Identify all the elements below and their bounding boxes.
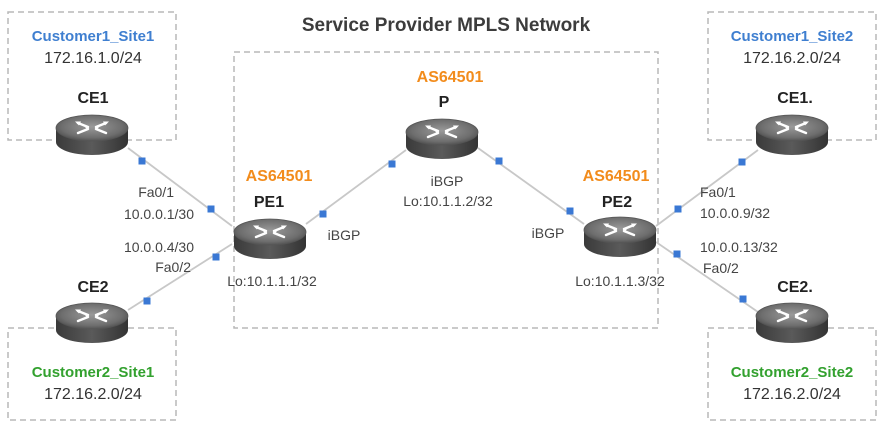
site-network-customer2-site2: 172.16.2.0/24 (743, 386, 841, 403)
site-name-customer1-site2: Customer1_Site2 (731, 28, 854, 45)
port-square (495, 157, 503, 165)
as-label-p: AS64501 (417, 69, 484, 86)
port-square (673, 250, 681, 258)
site-name-customer2-site2: Customer2_Site2 (731, 364, 854, 381)
port-square (388, 160, 396, 168)
ibgp-label-pe2: iBGP (532, 225, 565, 241)
port-square (566, 207, 574, 215)
router-icon-pe2 (582, 215, 658, 259)
router-icon-pe1 (232, 217, 308, 261)
port-square (674, 205, 682, 213)
ip-label-ce1-pe1: 10.0.0.1/30 (124, 206, 194, 222)
port-label-ce2-pe1: Fa0/2 (155, 259, 191, 275)
router-icon-p (404, 117, 480, 161)
loopback-pe2: Lo:10.1.1.3/32 (575, 273, 665, 289)
router-name-ce1-left: CE1 (77, 90, 108, 107)
router-name-ce2-left: CE2 (77, 279, 108, 296)
port-square (138, 157, 146, 165)
port-square (212, 253, 220, 261)
as-label-pe1: AS64501 (246, 168, 313, 185)
ip-label-pe2-ce2: 10.0.0.13/32 (700, 239, 778, 255)
port-square (207, 205, 215, 213)
ip-label-ce2-pe1: 10.0.0.4/30 (124, 239, 194, 255)
site-name-customer2-site1: Customer2_Site1 (32, 364, 155, 381)
site-name-customer1-site1: Customer1_Site1 (32, 28, 155, 45)
diagram-title: Service Provider MPLS Network (302, 15, 591, 36)
port-label-pe2-ce2: Fa0/2 (703, 260, 739, 276)
router-name-pe2: PE2 (602, 194, 632, 211)
mpls-cloud-box (233, 51, 659, 329)
router-name-ce1-right: CE1. (777, 90, 813, 107)
router-name-p: P (439, 94, 450, 111)
router-name-pe1: PE1 (254, 194, 284, 211)
ibgp-label-p: iBGP (431, 173, 464, 189)
ibgp-label-pe1: iBGP (328, 227, 361, 243)
port-square (143, 297, 151, 305)
router-icon-ce2-right (754, 301, 830, 345)
loopback-pe1: Lo:10.1.1.1/32 (227, 273, 317, 289)
port-square (738, 158, 746, 166)
site-network-customer1-site2: 172.16.2.0/24 (743, 50, 841, 67)
router-name-ce2-right: CE2. (777, 279, 813, 296)
as-label-pe2: AS64501 (583, 168, 650, 185)
port-label-pe2-ce1: Fa0/1 (700, 184, 736, 200)
port-label-ce1-pe1: Fa0/1 (138, 184, 174, 200)
site-network-customer1-site1: 172.16.1.0/24 (44, 50, 142, 67)
ip-label-pe2-ce1: 10.0.0.9/32 (700, 205, 770, 221)
port-square (739, 295, 747, 303)
port-square (319, 210, 327, 218)
router-icon-ce1-right (754, 113, 830, 157)
site-network-customer2-site1: 172.16.2.0/24 (44, 386, 142, 403)
router-icon-ce1-left (54, 113, 130, 157)
loopback-p: Lo:10.1.1.2/32 (403, 193, 493, 209)
router-icon-ce2-left (54, 301, 130, 345)
